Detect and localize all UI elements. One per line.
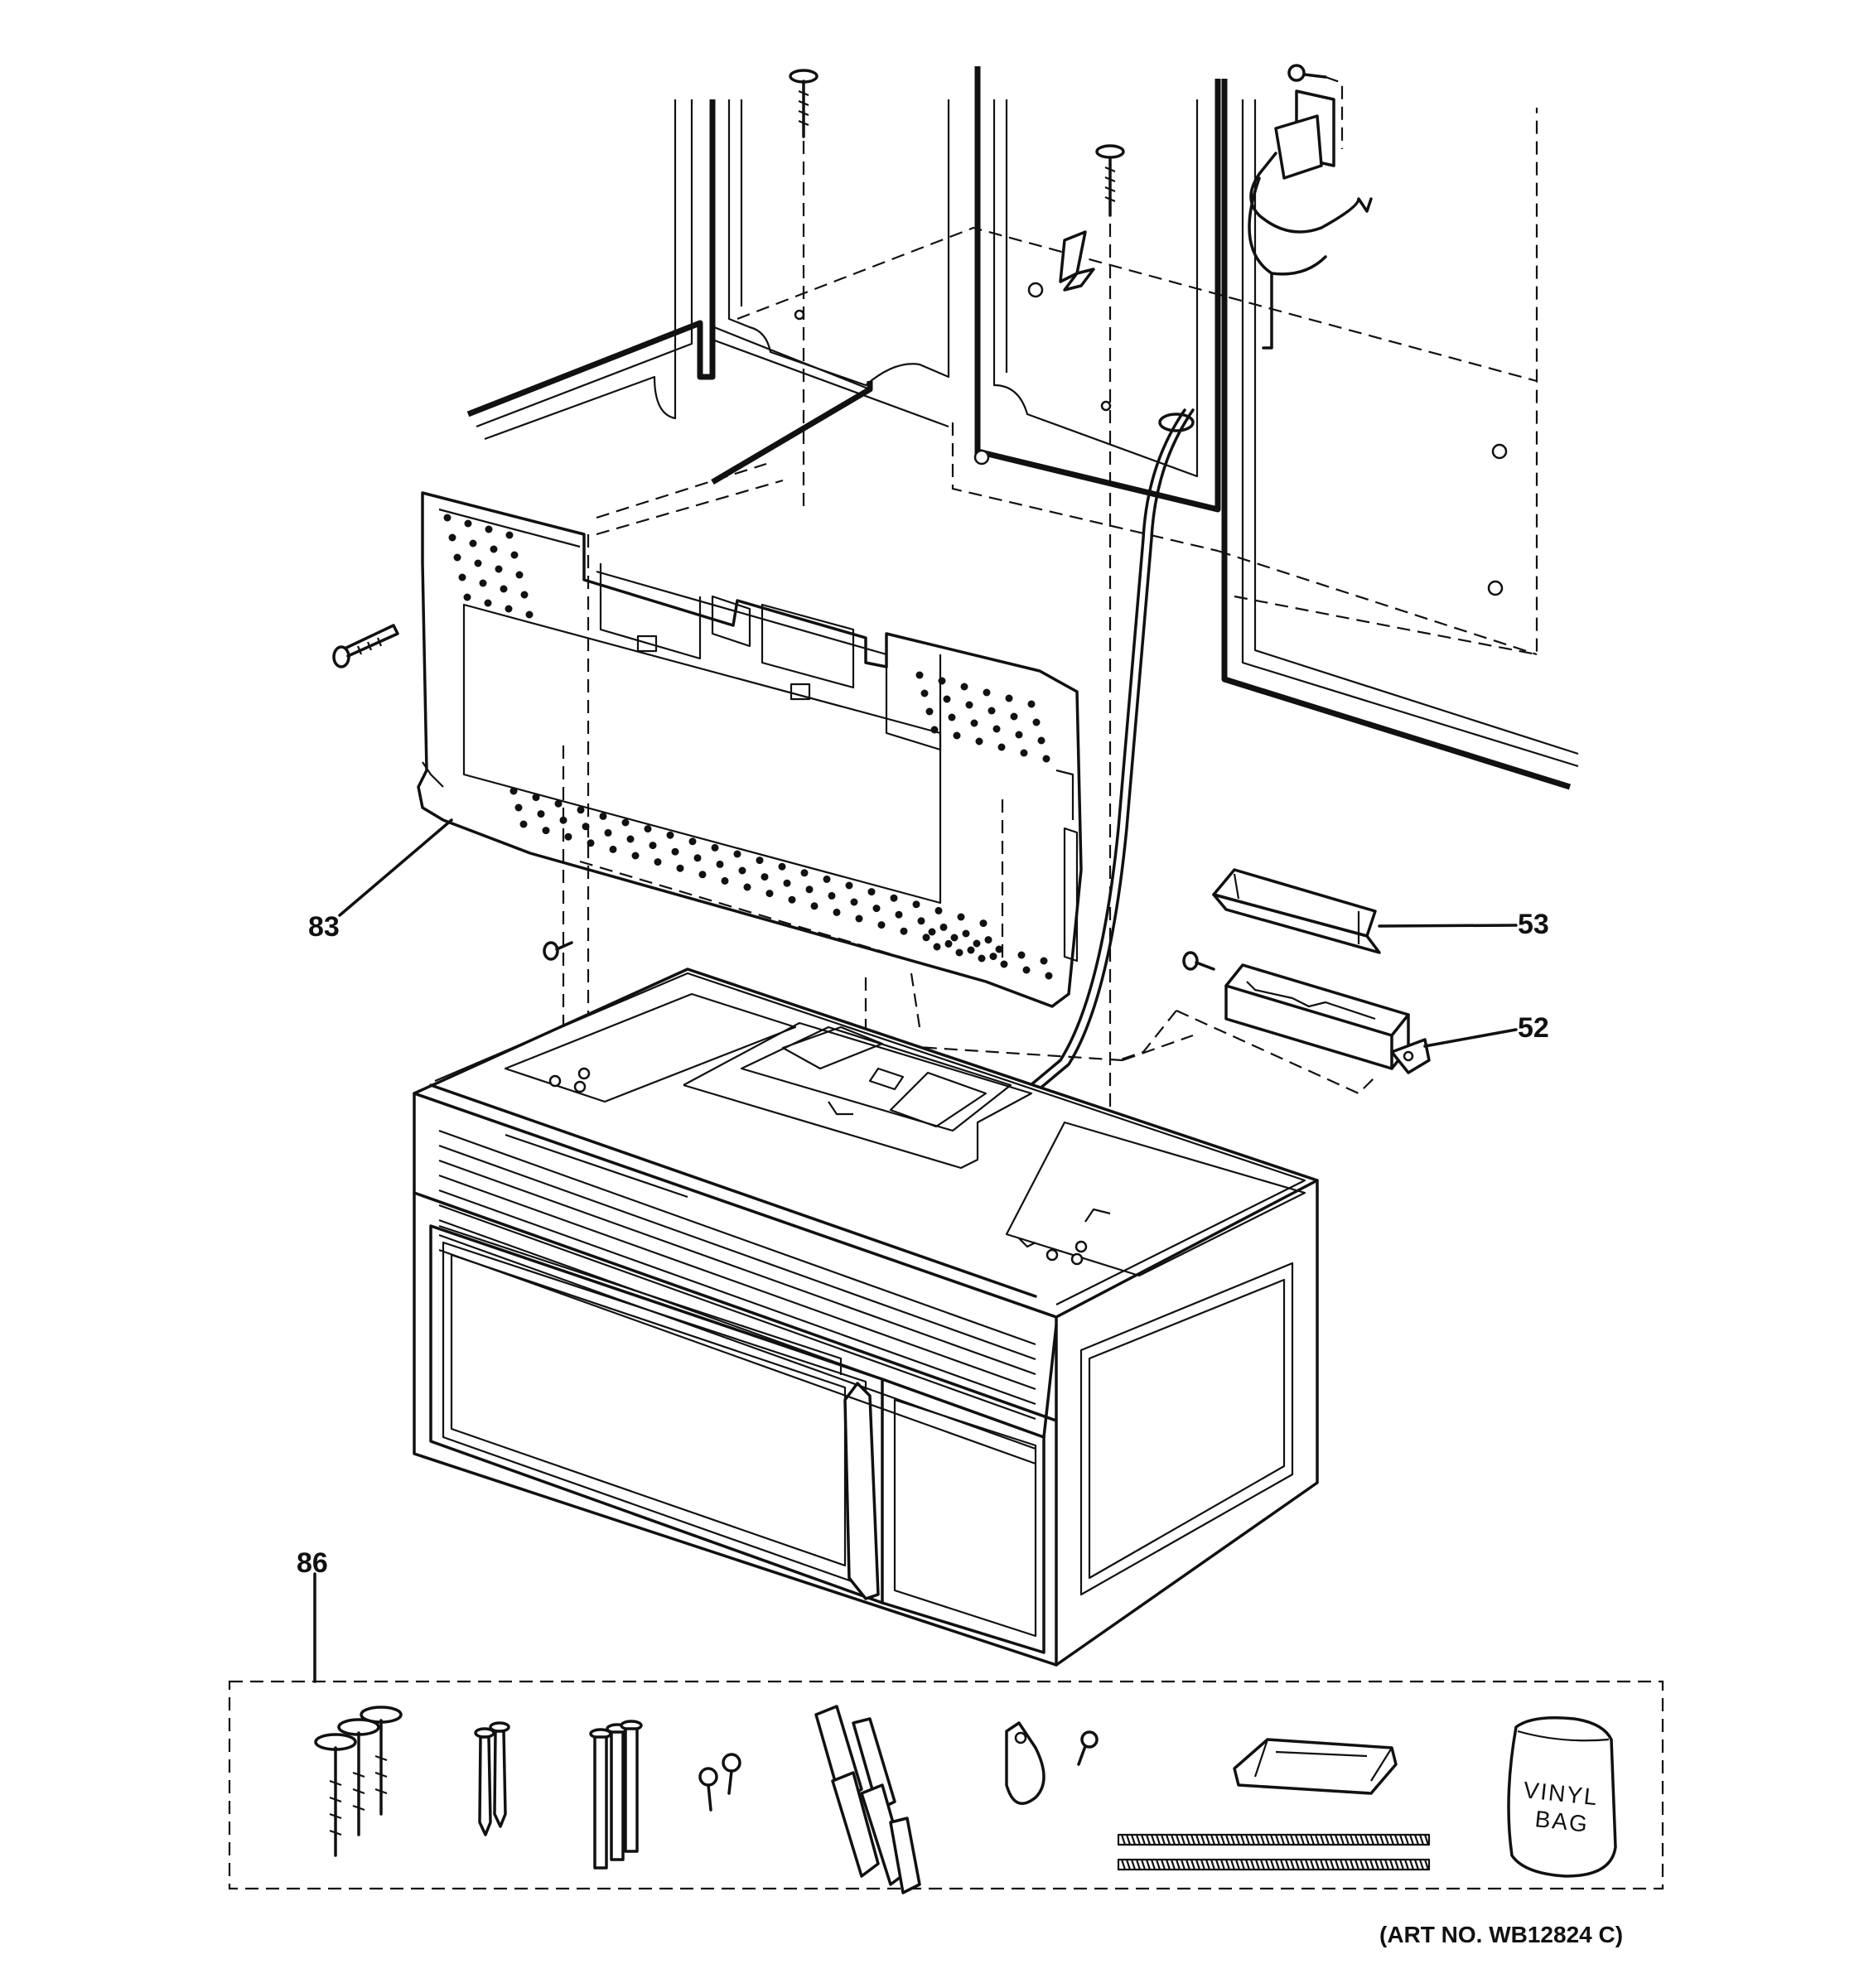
- callout-83: 83: [308, 911, 340, 943]
- damper-box-52: [1118, 951, 1431, 1095]
- wall-screw-icon: [1095, 144, 1125, 1185]
- wall-cabinet-right: [1221, 79, 1579, 790]
- callout-52: 52: [1518, 1012, 1549, 1044]
- wall-screw-icon: [789, 69, 819, 514]
- callout-86: 86: [297, 1547, 328, 1579]
- microwave-vent-grille: [438, 1129, 1036, 1465]
- wall-template-dashed: [736, 108, 1538, 656]
- vent-connector-icon: [1233, 1738, 1398, 1795]
- art-number: (ART NO. WB12824 C): [1379, 1922, 1623, 1947]
- wall-cabinet-left: [466, 99, 949, 485]
- mounting-backplate: [417, 462, 1083, 1008]
- microwave-oven: [413, 967, 1319, 1667]
- backplate-bottom-screw-icon: [543, 941, 573, 961]
- outlet-screw-icon: [1287, 64, 1327, 82]
- hardware-kit-box: [228, 1680, 1664, 1890]
- anchor-screw-icon: [474, 1721, 510, 1836]
- leader-lines: [313, 818, 1518, 1683]
- microwave-top-panel: [504, 992, 1306, 1277]
- duct-cover-53: [1212, 868, 1381, 954]
- small-screw-pair-icon: [698, 1753, 741, 1812]
- wood-screw-set-icon: [314, 1706, 403, 1857]
- foam-tape-strips-icon: [1117, 1833, 1431, 1871]
- vinyl-bag-icon: [1507, 1716, 1617, 1878]
- callout-53: 53: [1518, 909, 1549, 940]
- long-bolt-set-icon: [589, 1720, 643, 1870]
- cord-clamp-icon: [1005, 1721, 1099, 1805]
- power-cord: [955, 75, 1373, 1153]
- toggle-wing-set-icon: [814, 1705, 921, 1894]
- toggle-bolt-icon: [1059, 230, 1095, 292]
- backplate-screw-icon: [332, 624, 399, 668]
- wall-cabinet-middle: [727, 66, 1221, 513]
- backplate-holes: [443, 514, 1053, 980]
- vinyl-bag-label-line2: BAG: [1533, 1806, 1590, 1837]
- backplate-alignment-lines: [562, 534, 1194, 1085]
